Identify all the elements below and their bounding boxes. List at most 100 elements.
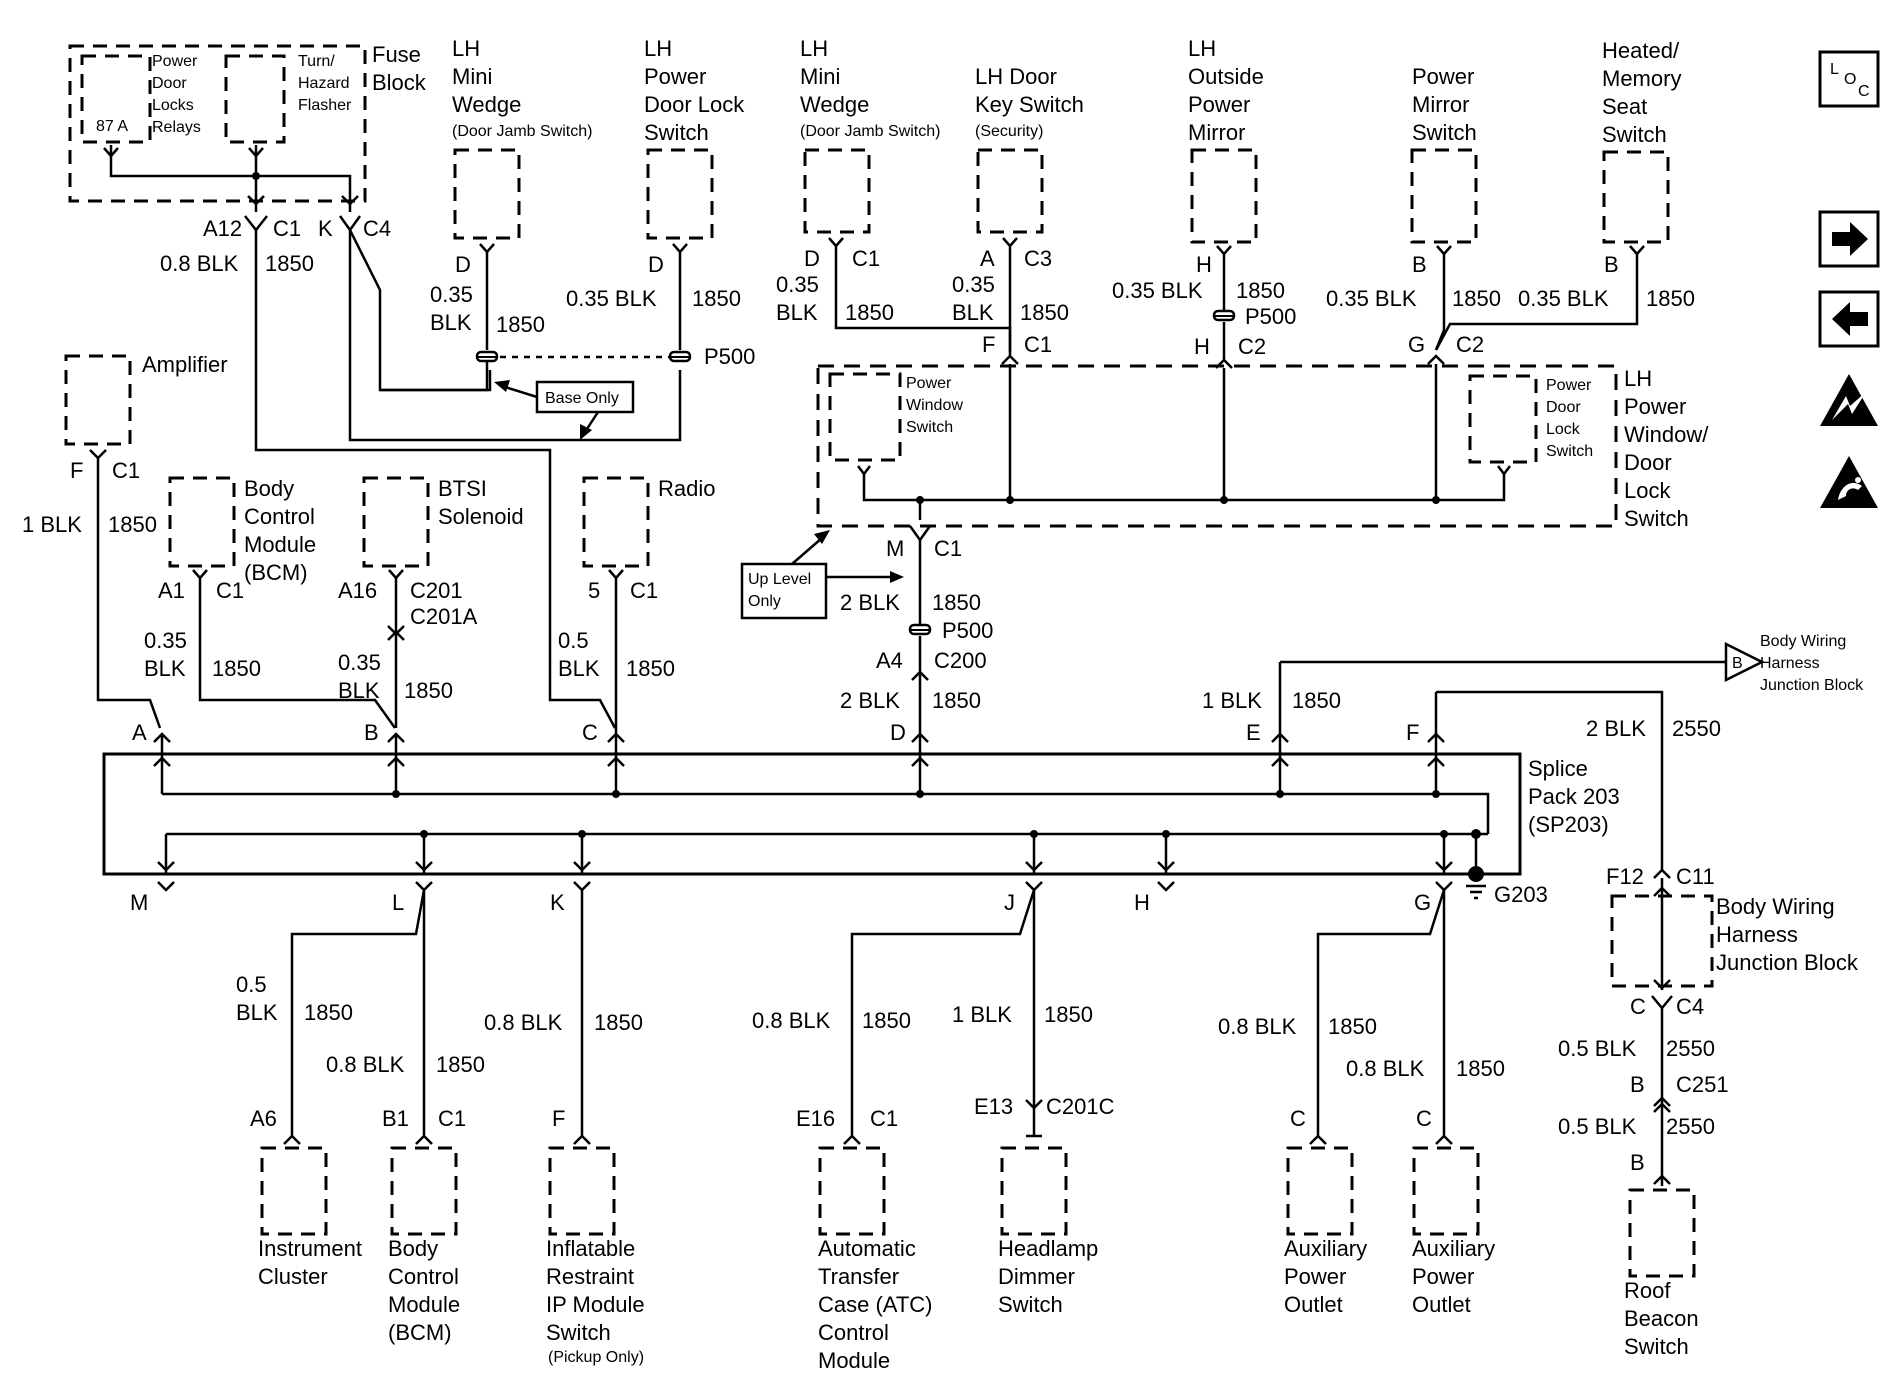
svg-text:1 BLK: 1 BLK xyxy=(1202,688,1262,713)
svg-text:0.8 BLK: 0.8 BLK xyxy=(484,1010,563,1035)
svg-text:1850: 1850 xyxy=(304,1000,353,1025)
next-page-icon[interactable] xyxy=(1818,210,1880,268)
svg-text:BLK: BLK xyxy=(952,300,994,325)
svg-text:0.35 BLK: 0.35 BLK xyxy=(1112,278,1203,303)
svg-text:0.35 BLK: 0.35 BLK xyxy=(1326,286,1417,311)
svg-text:1850: 1850 xyxy=(932,688,981,713)
svg-text:A16: A16 xyxy=(338,578,377,603)
svg-text:2 BLK: 2 BLK xyxy=(1586,716,1646,741)
svg-text:(Security): (Security) xyxy=(975,123,1043,140)
esd-hand-icon xyxy=(1820,456,1878,508)
svg-text:E13: E13 xyxy=(974,1094,1013,1119)
svg-text:A1: A1 xyxy=(158,578,185,603)
amplifier: Amplifier xyxy=(64,352,228,460)
svg-text:G: G xyxy=(1408,332,1425,357)
svg-text:1850: 1850 xyxy=(1020,300,1069,325)
svg-text:0.8 BLK: 0.8 BLK xyxy=(326,1052,405,1077)
svg-text:C200: C200 xyxy=(934,648,987,673)
svg-text:C: C xyxy=(1858,83,1870,100)
svg-text:0.35 BLK: 0.35 BLK xyxy=(1518,286,1609,311)
svg-text:C1: C1 xyxy=(273,216,301,241)
svg-text:C4: C4 xyxy=(1676,994,1704,1019)
svg-text:0.8 BLK: 0.8 BLK xyxy=(1346,1056,1425,1081)
svg-text:H: H xyxy=(1196,252,1212,277)
svg-text:0.35: 0.35 xyxy=(338,650,381,675)
svg-text:(Pickup Only): (Pickup Only) xyxy=(548,1349,644,1366)
svg-text:D: D xyxy=(890,720,906,745)
svg-text:G: G xyxy=(1414,890,1431,915)
svg-text:F: F xyxy=(552,1106,565,1131)
svg-text:B: B xyxy=(1412,252,1427,277)
svg-text:C: C xyxy=(582,720,598,745)
svg-text:O: O xyxy=(1844,71,1856,88)
svg-text:C1: C1 xyxy=(112,458,140,483)
svg-text:1850: 1850 xyxy=(265,251,314,276)
svg-text:C2: C2 xyxy=(1456,332,1484,357)
previous-page-icon[interactable] xyxy=(1818,290,1880,348)
svg-text:BLK: BLK xyxy=(558,656,600,681)
svg-text:C251: C251 xyxy=(1676,1072,1729,1097)
svg-text:0.35 BLK: 0.35 BLK xyxy=(566,286,657,311)
svg-text:5: 5 xyxy=(588,578,600,603)
svg-text:1850: 1850 xyxy=(1328,1014,1377,1039)
svg-text:P500: P500 xyxy=(704,344,755,369)
svg-text:G203: G203 xyxy=(1494,882,1548,907)
svg-text:D: D xyxy=(455,252,471,277)
svg-text:C: C xyxy=(1290,1106,1306,1131)
svg-text:BLK: BLK xyxy=(338,678,380,703)
svg-text:F: F xyxy=(982,332,995,357)
loc-icon[interactable]: L O C xyxy=(1818,50,1880,108)
svg-text:0.8 BLK: 0.8 BLK xyxy=(160,251,239,276)
svg-text:(Door Jamb Switch): (Door Jamb Switch) xyxy=(452,123,592,140)
svg-text:0.35: 0.35 xyxy=(144,628,187,653)
svg-text:F: F xyxy=(70,458,83,483)
svg-text:A12: A12 xyxy=(203,216,242,241)
svg-text:Amplifier: Amplifier xyxy=(142,352,228,377)
svg-text:C1: C1 xyxy=(852,246,880,271)
svg-text:1850: 1850 xyxy=(1646,286,1695,311)
svg-text:H: H xyxy=(1194,334,1210,359)
svg-text:C: C xyxy=(1416,1106,1432,1131)
svg-text:C1: C1 xyxy=(216,578,244,603)
svg-text:1850: 1850 xyxy=(1456,1056,1505,1081)
svg-text:87 A: 87 A xyxy=(96,118,128,135)
svg-text:B: B xyxy=(1630,1150,1645,1175)
svg-text:BLK: BLK xyxy=(430,310,472,335)
svg-text:1850: 1850 xyxy=(1452,286,1501,311)
svg-text:1850: 1850 xyxy=(932,590,981,615)
svg-text:0.5 BLK: 0.5 BLK xyxy=(1558,1114,1637,1139)
svg-text:2550: 2550 xyxy=(1672,716,1721,741)
svg-text:1850: 1850 xyxy=(1236,278,1285,303)
svg-text:1850: 1850 xyxy=(436,1052,485,1077)
svg-text:B: B xyxy=(1604,252,1619,277)
svg-text:1850: 1850 xyxy=(626,656,675,681)
svg-text:0.8 BLK: 0.8 BLK xyxy=(1218,1014,1297,1039)
svg-text:2 BLK: 2 BLK xyxy=(840,590,900,615)
svg-text:1 BLK: 1 BLK xyxy=(952,1002,1012,1027)
svg-text:C4: C4 xyxy=(363,216,391,241)
svg-text:2550: 2550 xyxy=(1666,1114,1715,1139)
